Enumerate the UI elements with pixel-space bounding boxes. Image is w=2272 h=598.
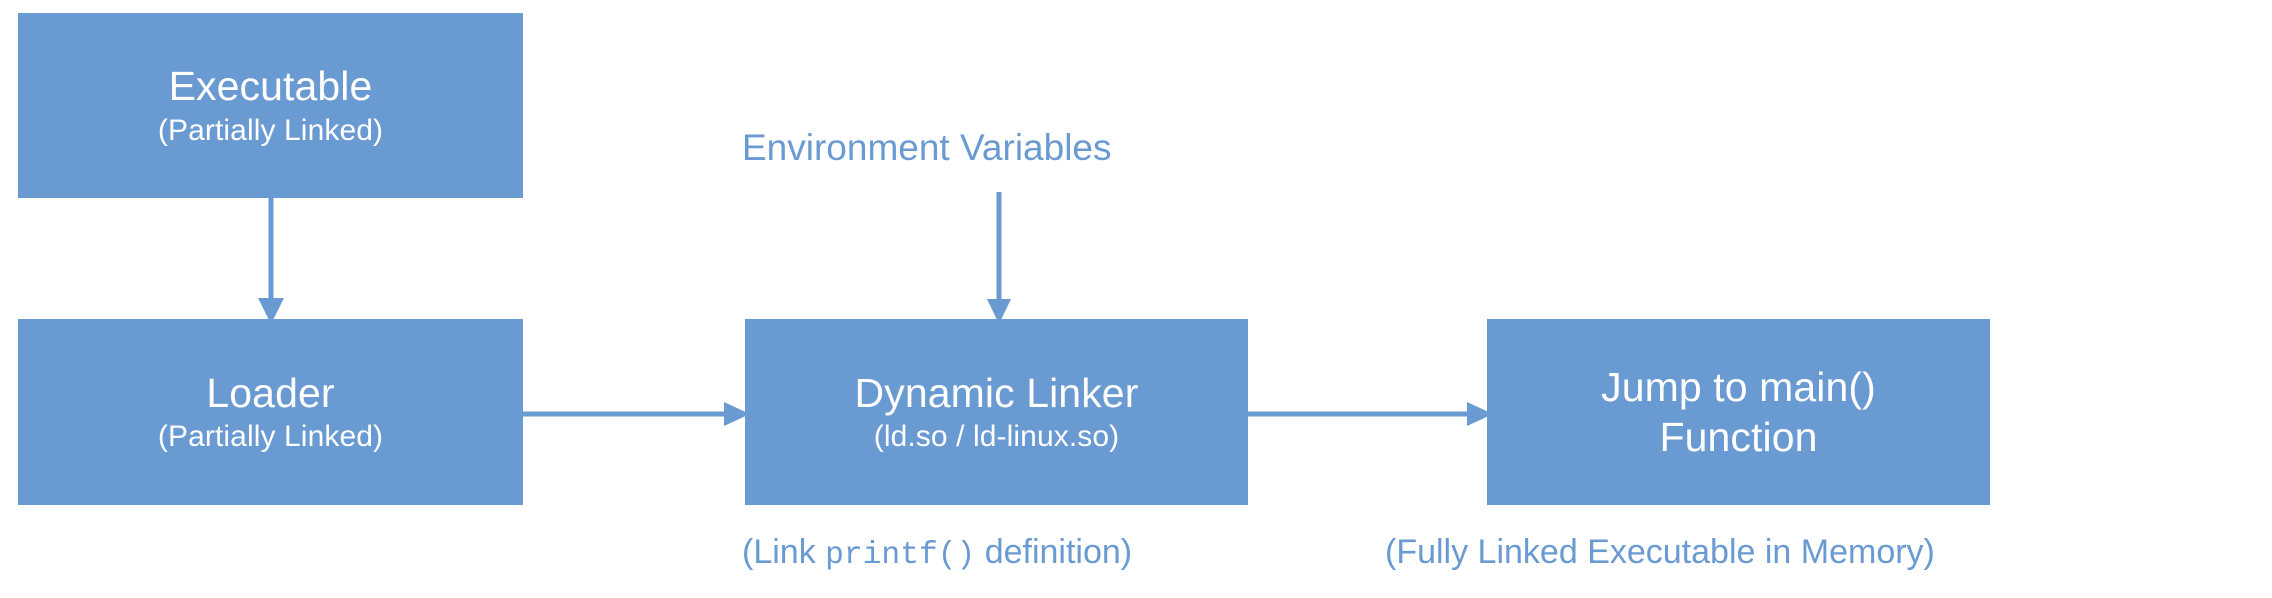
node-jump-to-main[interactable]: Jump to main() Function (1487, 319, 1990, 505)
node-loader-title: Loader (206, 369, 335, 416)
node-loader-subtitle: (Partially Linked) (157, 420, 384, 454)
node-executable-title: Executable (168, 63, 373, 110)
node-executable[interactable]: Executable (Partially Linked) (18, 13, 523, 198)
node-jump-to-main-title-line2: Function (1659, 413, 1818, 460)
arrow-dynamic-linker-to-jump-to-main (1243, 402, 1493, 426)
node-dynamic-linker-title: Dynamic Linker (854, 369, 1139, 416)
arrow-environment-variables-to-dynamic-linker (987, 192, 1011, 324)
node-jump-to-main-title-line1: Jump to main() (1601, 364, 1876, 411)
arrow-executable-to-loader (258, 190, 284, 324)
caption-link-printf-definition: (Link printf() definition) (742, 533, 1133, 573)
arrow-loader-to-dynamic-linker (518, 402, 750, 426)
node-dynamic-linker[interactable]: Dynamic Linker (ld.so / ld-linux.so) (745, 319, 1248, 505)
node-dynamic-linker-subtitle: (ld.so / ld-linux.so) (873, 420, 1120, 454)
label-environment-variables: Environment Variables (742, 127, 1112, 168)
caption-fully-linked-executable: (Fully Linked Executable in Memory) (1385, 533, 1935, 571)
caption-link-printf-code: printf() (825, 538, 976, 573)
node-loader[interactable]: Loader (Partially Linked) (18, 319, 523, 505)
caption-link-printf-prefix: (Link (742, 533, 826, 571)
caption-link-printf-suffix: definition) (975, 533, 1133, 571)
node-executable-subtitle: (Partially Linked) (157, 113, 384, 147)
